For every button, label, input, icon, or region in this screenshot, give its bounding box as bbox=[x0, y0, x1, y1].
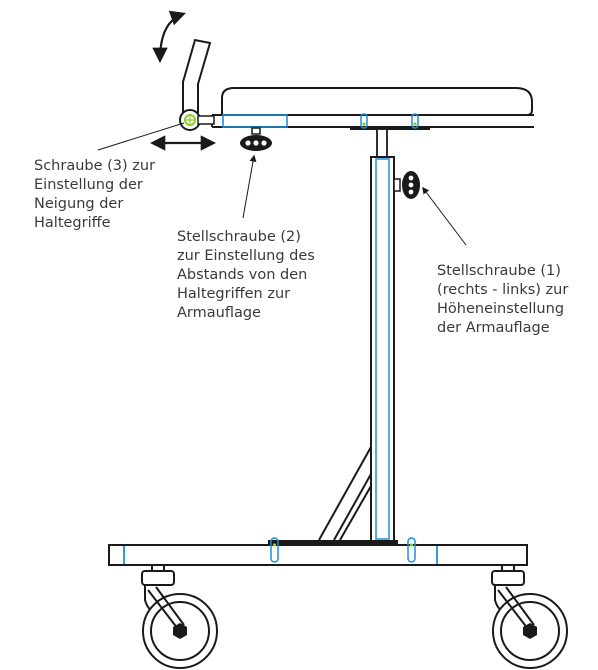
label-line: Abstands von den bbox=[177, 267, 308, 283]
leader-line-screw-3 bbox=[97, 122, 185, 151]
label-line: zur Einstellung des bbox=[177, 248, 315, 264]
label-line: Höheneinstellung bbox=[437, 301, 565, 317]
label-screw-1: Stellschraube (1) (rechts - links) zur H… bbox=[437, 262, 568, 338]
leader-line-screw-1 bbox=[422, 186, 467, 246]
screw-2-knob-icon bbox=[240, 127, 272, 151]
label-line: Haltegriffen zur bbox=[177, 286, 291, 302]
height-column bbox=[370, 128, 395, 546]
label-line: Armauflage bbox=[177, 305, 261, 321]
armrest-pad bbox=[211, 87, 534, 128]
base-frame bbox=[108, 537, 528, 566]
leader-line-screw-2 bbox=[242, 154, 257, 219]
label-line: Neigung der bbox=[34, 196, 124, 212]
label-line: (rechts - links) zur bbox=[437, 282, 569, 298]
caster-wheel-right bbox=[491, 564, 568, 669]
label-screw-3: Schraube (3) zur Einstellung der Neigung… bbox=[34, 157, 155, 233]
label-line: Stellschraube (2) bbox=[177, 229, 301, 245]
label-line: der Armauflage bbox=[437, 320, 550, 336]
screw-1-knob-icon bbox=[393, 171, 420, 199]
diagonal-brace bbox=[318, 446, 372, 541]
label-line: Stellschraube (1) bbox=[437, 263, 561, 279]
handle-slide-bar bbox=[197, 115, 215, 125]
tilt-arrow-icon bbox=[152, 10, 186, 64]
label-line: Einstellung der bbox=[34, 177, 143, 193]
label-line: Haltegriffe bbox=[34, 215, 111, 231]
screw-3-icon bbox=[184, 114, 196, 126]
label-line: Schraube (3) zur bbox=[34, 158, 156, 174]
label-screw-2: Stellschraube (2) zur Einstellung des Ab… bbox=[177, 228, 315, 323]
caster-wheel-left bbox=[141, 564, 218, 669]
armrest-rail bbox=[222, 113, 430, 130]
